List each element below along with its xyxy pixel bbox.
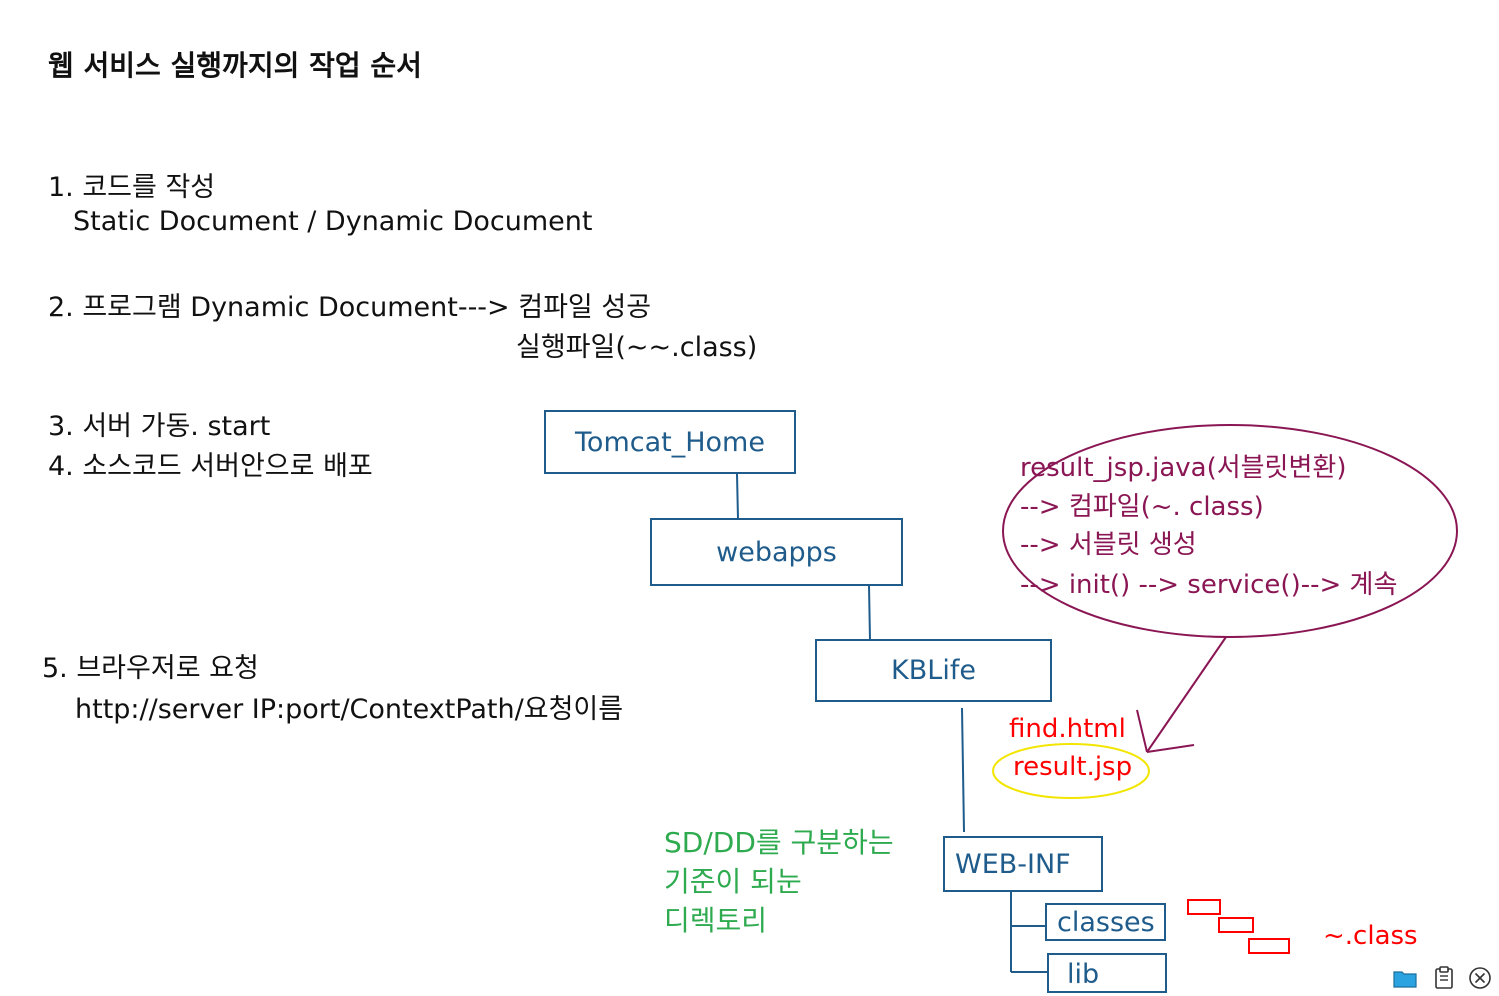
result-jsp-highlight — [992, 743, 1150, 799]
connector-tomcat-webapps — [736, 473, 739, 520]
kblife-box: KBLife — [815, 639, 1052, 702]
webapps-box: webapps — [650, 518, 903, 586]
classes-box: classes — [1045, 903, 1166, 941]
step-5-detail: http://server IP:port/ContextPath/요청이름 — [75, 694, 624, 725]
class-file-1 — [1187, 899, 1221, 915]
connector-kblife-webinf — [961, 707, 965, 833]
find-html-label: find.html — [1009, 714, 1126, 744]
bubble-line-3: --> 서블릿 생성 — [1020, 530, 1197, 560]
step-5-heading: 5. 브라우저로 요청 — [42, 653, 259, 684]
page-title: 웹 서비스 실행까지의 작업 순서 — [48, 49, 422, 82]
step-3: 3. 서버 가동. start — [48, 411, 271, 442]
bubble-pointer-arrow-right — [1146, 744, 1195, 753]
step-1-heading: 1. 코드를 작성 — [48, 172, 216, 203]
class-file-3 — [1248, 938, 1290, 954]
bubble-line-4: --> init() --> service()--> 계속 — [1020, 570, 1398, 600]
bubble-pointer-line — [1146, 636, 1227, 753]
web-inf-box: WEB-INF — [943, 836, 1103, 892]
class-file-2 — [1218, 917, 1254, 933]
clipboard-icon[interactable] — [1432, 965, 1456, 989]
note-line-1: SD/DD를 구분하는 — [664, 826, 894, 859]
lib-box: lib — [1047, 953, 1167, 993]
bubble-line-2: --> 컴파일(~. class) — [1020, 492, 1264, 522]
tomcat-home-box: Tomcat_Home — [544, 410, 796, 474]
result-jsp-label: result.jsp — [1013, 752, 1133, 782]
step-1-detail: Static Document / Dynamic Document — [73, 206, 593, 237]
step-2-heading: 2. 프로그램 Dynamic Document---> 컴파일 성공 — [48, 292, 652, 323]
step-2-detail: 실행파일(~~.class) — [516, 332, 758, 363]
class-file-label: ~.class — [1323, 921, 1418, 951]
note-line-3: 디렉토리 — [664, 904, 768, 937]
step-4: 4. 소스코드 서버안으로 배포 — [48, 451, 373, 482]
note-line-2: 기준이 되눈 — [664, 865, 802, 898]
folder-icon[interactable] — [1393, 966, 1417, 990]
close-circle-icon[interactable] — [1468, 966, 1492, 990]
bubble-pointer-arrow-left — [1136, 709, 1148, 753]
servlet-lifecycle-bubble — [1002, 424, 1458, 638]
bubble-line-1: result_jsp.java(서블릿변환) — [1020, 453, 1347, 483]
connector-webapps-kblife — [868, 585, 871, 641]
